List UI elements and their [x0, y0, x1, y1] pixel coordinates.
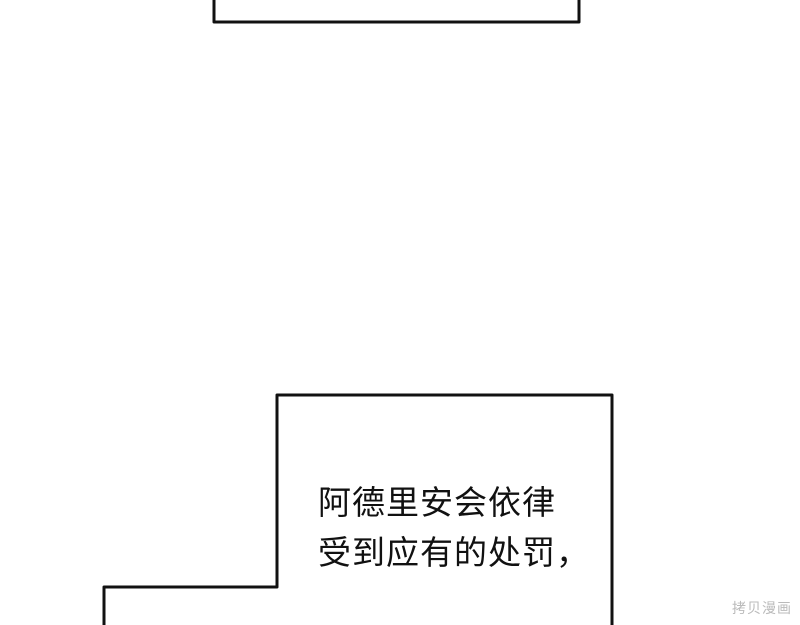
lower-panel-border: [102, 393, 614, 625]
top-panel-border: [212, 0, 581, 24]
caption-line-1: 阿德里安会依律: [318, 483, 556, 522]
speech-caption: 阿德里安会依律 受到应有的处罚，: [318, 478, 590, 578]
caption-line-2: 受到应有的处罚，: [318, 533, 590, 572]
watermark: 拷贝漫画: [732, 601, 792, 617]
